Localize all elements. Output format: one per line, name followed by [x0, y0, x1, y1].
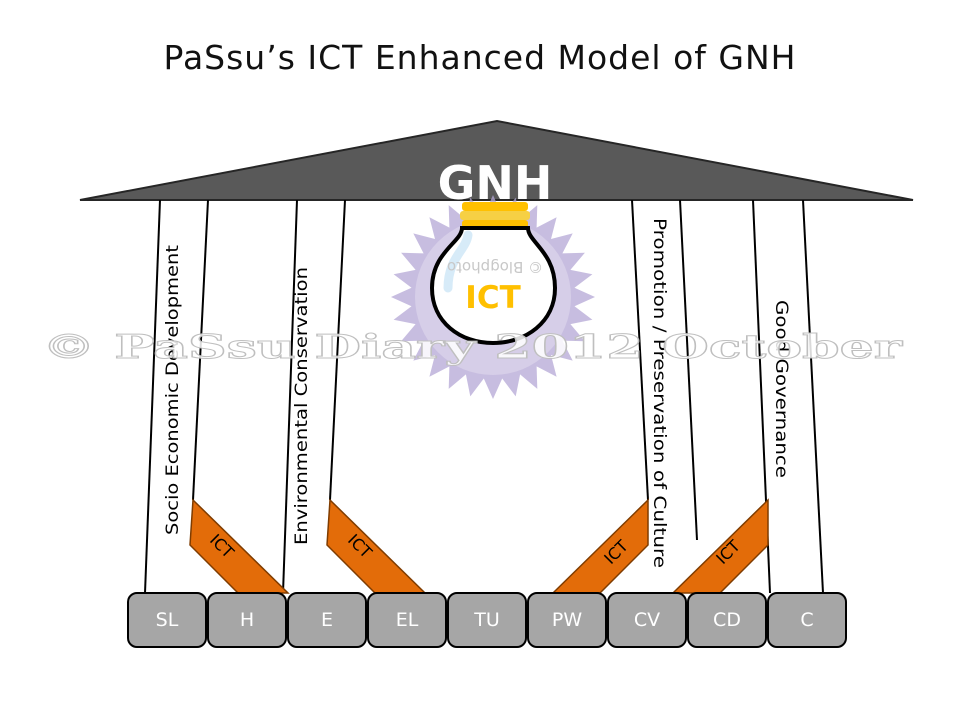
ict-brace-2: ICT [326, 498, 427, 594]
bulb-label: ICT [465, 280, 520, 316]
pillar-label-environmental: Environmental Conservation [292, 267, 312, 545]
base-block-pw [527, 592, 607, 648]
pillar-label-governance: Good Governance [771, 300, 791, 478]
base-block-cd [687, 592, 767, 648]
ict-brace-4: ICT [671, 498, 769, 594]
lightbulb-icon [429, 202, 558, 346]
base-block-label: E [321, 609, 333, 631]
base-blocks: SL H E EL TU PW CV CD C [127, 592, 847, 648]
diagram-title: PaSsu’s ICT Enhanced Model of GNH [163, 38, 797, 77]
pillar-environmental [282, 199, 346, 594]
base-block-cv [607, 592, 687, 648]
ict-brace-1: ICT [189, 498, 290, 594]
pillar-label-socio-economic: Socio Economic Development [163, 245, 183, 535]
base-block-label: CV [634, 609, 660, 631]
base-block-label: C [800, 609, 813, 631]
base-block-label: SL [156, 609, 179, 631]
base-block-label: TU [473, 609, 500, 631]
base-block-sl [127, 592, 207, 648]
base-block-label: H [240, 609, 254, 631]
base-block-label: PW [552, 609, 582, 631]
bulb-watermark: © Blogphoto [447, 258, 543, 276]
pillar-socio-economic [144, 199, 209, 594]
base-block-label: CD [713, 609, 741, 631]
pillar-culture [631, 199, 698, 541]
watermark: © PaSsu Diary 2012 October [42, 327, 903, 366]
roof-label: GNH [438, 156, 553, 210]
ict-brace-3: ICT [551, 498, 649, 594]
base-block-c [767, 592, 847, 648]
base-block-h [207, 592, 287, 648]
base-block-label: EL [396, 609, 419, 631]
roof [79, 119, 914, 201]
base-block-e [287, 592, 367, 648]
base-block-el [367, 592, 447, 648]
pillar-label-culture: Promotion / Preservation of Culture [649, 218, 669, 568]
base-block-tu [447, 592, 527, 648]
